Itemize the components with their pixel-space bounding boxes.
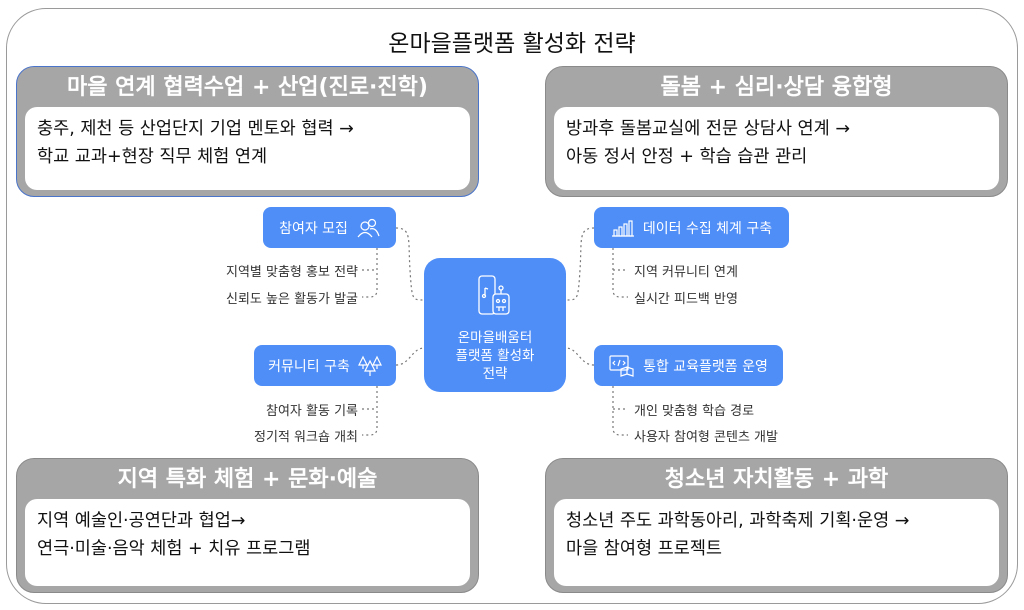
card-header: 지역 특화 체험 + 문화·예술 xyxy=(117,467,378,492)
node-sub-item: 지역별 맞춤형 홍보 전략 xyxy=(226,265,358,280)
center-line: 전략 xyxy=(482,366,508,382)
people-icon xyxy=(357,218,380,237)
card-header: 청소년 자치활동 + 과학 xyxy=(664,467,889,492)
bar-chart-icon xyxy=(611,219,634,237)
node-sub-item: 사용자 참여형 콘텐츠 개발 xyxy=(634,430,778,445)
code-book-icon xyxy=(609,354,634,377)
node-sub-item: 정기적 워크숍 개최 xyxy=(254,430,358,445)
diagram-frame xyxy=(6,8,1018,604)
card-line: 청소년 주도 과학동아리, 과학축제 기획·운영 → xyxy=(566,511,910,531)
node-label: 커뮤니티 구축 xyxy=(268,358,350,375)
node-community-build: 커뮤니티 구축 xyxy=(254,345,396,386)
card-body: 청소년 주도 과학동아리, 과학축제 기획·운영 → 마을 참여형 프로젝트 xyxy=(554,499,999,586)
card-line: 방과후 돌봄교실에 전문 상담사 연계 → xyxy=(566,119,850,139)
card-line: 지역 예술인·공연단과 협업→ xyxy=(37,511,246,531)
trees-icon xyxy=(357,355,382,376)
card-youth-science: 청소년 자치활동 + 과학 청소년 주도 과학동아리, 과학축제 기획·운영 →… xyxy=(545,458,1008,593)
card-header: 돌봄 + 심리·상담 융합형 xyxy=(660,75,893,100)
node-sub-item: 지역 커뮤니티 연계 xyxy=(634,265,738,280)
card-line: 학교 교과+현장 직무 체험 연계 xyxy=(37,147,268,167)
node-participant-recruit: 참여자 모집 xyxy=(263,207,396,248)
node-sub-item: 실시간 피드백 반영 xyxy=(634,292,738,307)
node-label: 통합 교육플랫폼 운영 xyxy=(643,358,768,375)
node-sub-item: 개인 맞춤형 학습 경로 xyxy=(634,404,755,419)
card-line: 연극·미술·음악 체험 + 치유 프로그램 xyxy=(37,539,311,559)
node-sub-item: 참여자 활동 기록 xyxy=(266,404,358,419)
center-line: 플랫폼 활성화 xyxy=(455,348,535,364)
node-sub-item: 신뢰도 높은 활동가 발굴 xyxy=(226,292,358,307)
card-care-counseling: 돌봄 + 심리·상담 융합형 방과후 돌봄교실에 전문 상담사 연계 → 아동 정… xyxy=(545,66,1008,197)
card-class-industry: 마을 연계 협력수업 + 산업(진로·진학) 충주, 제천 등 산업단지 기업 … xyxy=(16,66,479,197)
card-regional-culture: 지역 특화 체험 + 문화·예술 지역 예술인·공연단과 협업→ 연극·미술·음악… xyxy=(16,458,479,593)
card-line: 충주, 제천 등 산업단지 기업 멘토와 협력 → xyxy=(37,119,354,139)
node-edu-platform: 통합 교육플랫폼 운영 xyxy=(594,345,783,386)
node-data-collection: 데이터 수집 체계 구축 xyxy=(594,207,789,248)
card-body: 지역 예술인·공연단과 협업→ 연극·미술·음악 체험 + 치유 프로그램 xyxy=(25,499,470,586)
node-label: 데이터 수집 체계 구축 xyxy=(642,220,773,237)
card-header: 마을 연계 협력수업 + 산업(진로·진학) xyxy=(67,75,428,100)
card-line: 마을 참여형 프로젝트 xyxy=(566,539,723,559)
center-node: 온마을배움터 플랫폼 활성화 전략 xyxy=(424,258,566,392)
node-label: 참여자 모집 xyxy=(279,220,348,237)
card-line: 아동 정서 안정 + 학습 습관 관리 xyxy=(566,147,808,167)
card-body: 방과후 돌봄교실에 전문 상담사 연계 → 아동 정서 안정 + 학습 습관 관리 xyxy=(554,107,999,190)
card-body: 충주, 제천 등 산업단지 기업 멘토와 협력 → 학교 교과+현장 직무 체험 … xyxy=(25,107,470,190)
center-line: 온마을배움터 xyxy=(457,330,533,346)
phone-robot-icon xyxy=(478,275,510,315)
diagram-title: 온마을플랫폼 활성화 전략 xyxy=(388,31,636,57)
